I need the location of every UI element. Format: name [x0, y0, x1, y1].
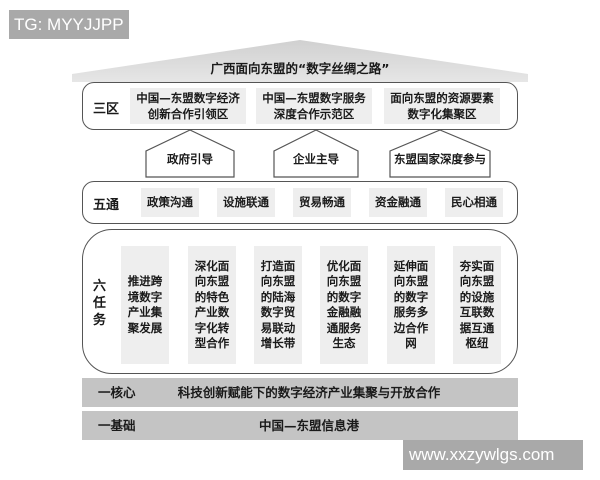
task-item: 延伸面向东盟的数字服务多边合作网	[387, 246, 435, 364]
roof-shape	[72, 40, 528, 82]
task-text: 夯实面向东盟的设施互联数据互通枢纽	[459, 258, 495, 351]
task-text: 打造面向东盟的陆海数字贸易联动增长带	[260, 258, 296, 351]
sanqu-item-line1: 中国—东盟数字经济	[136, 91, 240, 105]
task-text: 延伸面向东盟的数字服务多边合作网	[393, 258, 429, 351]
diagram-title: 广西面向东盟的“数字丝绸之路”	[210, 61, 390, 76]
sanqu-item-line2: 创新合作引领区	[147, 107, 229, 121]
sanqu-item: 中国—东盟数字经济 创新合作引领区	[130, 88, 246, 124]
sanqu-item-line2: 深度合作示范区	[273, 107, 355, 121]
liurenwu-label: 六任务	[93, 279, 107, 328]
wutong-item: 民心相通	[445, 188, 503, 217]
task-item: 推进跨境数字产业集聚发展	[121, 246, 169, 364]
watermark-bottom-right: www.xxzywlgs.com	[403, 440, 583, 470]
driver-house-shape	[145, 129, 235, 178]
wutong-label: 五通	[93, 198, 120, 213]
wutong-item: 政策沟通	[141, 188, 199, 217]
task-text: 优化面向东盟的数字金融融通服务生态	[326, 258, 362, 351]
watermark-top-left: TG: MYYJJPP	[9, 10, 129, 39]
sanqu-item-line1: 中国—东盟数字服务	[262, 91, 366, 105]
hexin-label: 一核心	[98, 385, 136, 400]
driver-enterprise: 企业主导	[293, 152, 339, 166]
task-text: 推进跨境数字产业集聚发展	[127, 274, 163, 335]
jichu-label: 一基础	[98, 418, 136, 433]
hexin-bar	[82, 378, 518, 407]
wutong-item: 资金融通	[369, 188, 427, 217]
jichu-bar	[82, 411, 518, 440]
task-item: 夯实面向东盟的设施互联数据互通枢纽	[453, 246, 501, 364]
wutong-item: 贸易畅通	[293, 188, 351, 217]
driver-house-shape	[389, 129, 491, 178]
driver-house-shape	[273, 129, 359, 178]
task-item: 打造面向东盟的陆海数字贸易联动增长带	[254, 246, 302, 364]
sanqu-item-line2: 数字化集聚区	[407, 107, 477, 121]
sanqu-item: 中国—东盟数字服务 深度合作示范区	[256, 88, 372, 124]
driver-government: 政府引导	[167, 152, 213, 166]
driver-asean: 东盟国家深度参与	[394, 152, 486, 166]
task-item: 优化面向东盟的数字金融融通服务生态	[320, 246, 368, 364]
sanqu-item: 面向东盟的资源要素 数字化集聚区	[384, 88, 500, 124]
task-text: 深化面向东盟的特色产业数字化转型合作	[194, 258, 230, 351]
jichu-text: 中国—东盟信息港	[258, 418, 359, 433]
sanqu-label: 三区	[93, 102, 120, 117]
wutong-item: 设施联通	[217, 188, 275, 217]
sanqu-item-line1: 面向东盟的资源要素	[390, 91, 494, 105]
task-item: 深化面向东盟的特色产业数字化转型合作	[188, 246, 236, 364]
hexin-text: 科技创新赋能下的数字经济产业集聚与开放合作	[177, 385, 441, 400]
